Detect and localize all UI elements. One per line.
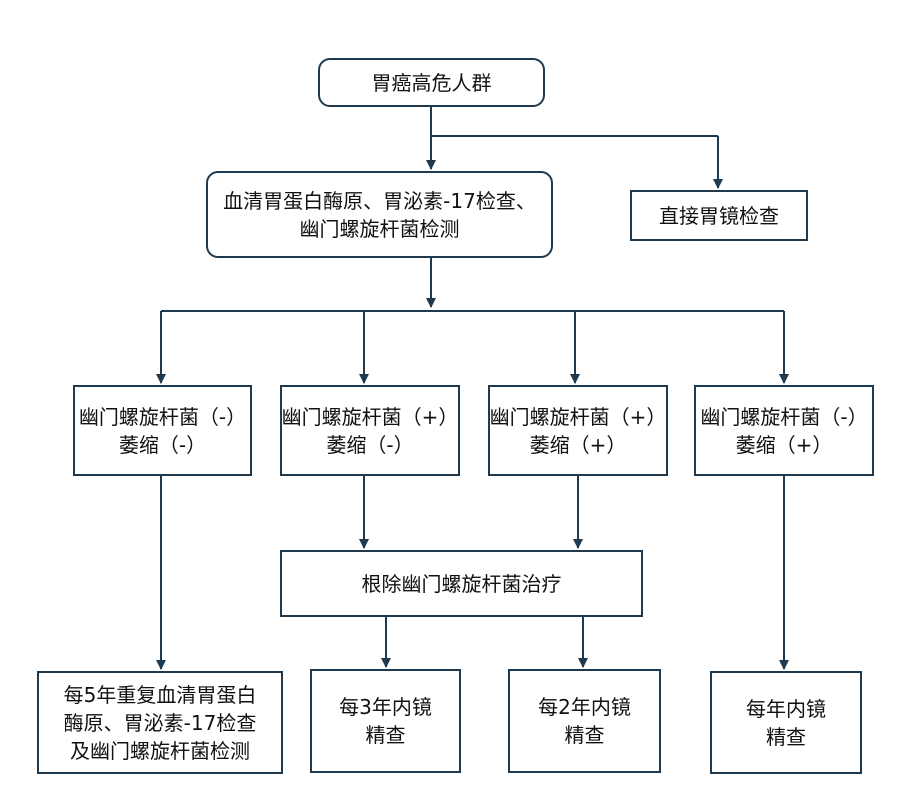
node-label: 萎缩（-） [118, 432, 207, 457]
node-label: 幽门螺旋杆菌（-） [700, 404, 868, 429]
node-hp-neg-atrophy-neg: 幽门螺旋杆菌（-） 萎缩（-） [73, 385, 252, 476]
node-label: 精查 [564, 723, 605, 747]
node-label: 直接胃镜检查 [659, 203, 779, 228]
node-label: 萎缩（-） [326, 432, 414, 457]
node-every-year: 每年内镜 精查 [710, 671, 862, 774]
node-label: 胃癌高危人群 [371, 70, 492, 95]
node-label: 萎缩（+） [735, 432, 833, 457]
node-hp-neg-atrophy-pos: 幽门螺旋杆菌（-） 萎缩（+） [694, 385, 874, 476]
node-label: 精查 [365, 723, 406, 747]
node-every-2-years: 每2年内镜 精查 [508, 669, 661, 773]
node-high-risk-group: 胃癌高危人群 [318, 58, 545, 107]
node-label: 根除幽门螺旋杆菌治疗 [361, 571, 562, 596]
node-label: 萎缩（+） [529, 432, 627, 457]
node-label: 精查 [766, 724, 806, 749]
node-label: 酶原、胃泌素-17检查 [63, 710, 257, 735]
node-direct-gastroscopy: 直接胃镜检查 [630, 190, 808, 241]
node-label: 每5年重复血清胃蛋白 [63, 682, 257, 707]
node-hp-eradication: 根除幽门螺旋杆菌治疗 [280, 550, 643, 617]
node-label: 幽门螺旋杆菌（-） [78, 404, 247, 429]
node-hp-pos-atrophy-neg: 幽门螺旋杆菌（+） 萎缩（-） [280, 385, 460, 476]
node-every-5-years: 每5年重复血清胃蛋白 酶原、胃泌素-17检查 及幽门螺旋杆菌检测 [37, 671, 283, 774]
node-every-3-years: 每3年内镜 精查 [310, 669, 461, 773]
node-label: 幽门螺旋杆菌检测 [299, 216, 460, 241]
node-label: 幽门螺旋杆菌（+） [281, 404, 459, 429]
node-label: 血清胃蛋白酶原、胃泌素-17检查、 [223, 188, 536, 213]
node-label: 每年内镜 [746, 696, 826, 721]
node-label: 每3年内镜 [339, 695, 432, 719]
node-serum-screening: 血清胃蛋白酶原、胃泌素-17检查、 幽门螺旋杆菌检测 [206, 171, 553, 258]
node-label: 每2年内镜 [538, 695, 631, 719]
node-label: 幽门螺旋杆菌（+） [489, 404, 667, 429]
node-label: 及幽门螺旋杆菌检测 [70, 738, 250, 763]
node-hp-pos-atrophy-pos: 幽门螺旋杆菌（+） 萎缩（+） [488, 385, 668, 476]
